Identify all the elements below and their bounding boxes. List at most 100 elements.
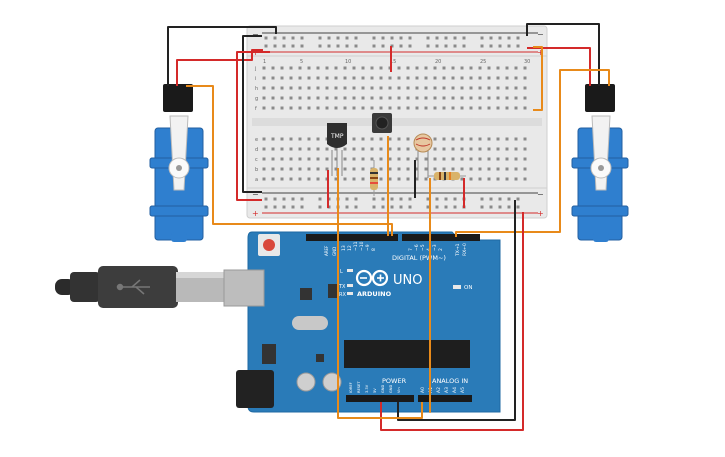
servo-connector xyxy=(585,84,615,112)
breadboard-hole xyxy=(370,76,374,80)
rail-minus-label-bl: − xyxy=(252,190,259,199)
breadboard-hole xyxy=(280,106,284,110)
column-label: 15 xyxy=(390,59,396,65)
breadboard-hole xyxy=(406,147,410,151)
breadboard-hole xyxy=(307,76,311,80)
breadboard-hole xyxy=(334,76,338,80)
breadboard-hole xyxy=(271,167,275,171)
tmp-label: TMP xyxy=(330,133,344,140)
breadboard-hole xyxy=(370,86,374,90)
breadboard-hole xyxy=(379,147,383,151)
breadboard-hole xyxy=(262,177,266,181)
breadboard-hole xyxy=(469,76,473,80)
breadboard-hole xyxy=(325,106,329,110)
breadboard-hole xyxy=(397,66,401,70)
breadboard-hole xyxy=(273,197,277,201)
breadboard-hole xyxy=(523,167,527,171)
breadboard-hole xyxy=(334,167,338,171)
breadboard-hole xyxy=(318,36,322,40)
breadboard-hole xyxy=(451,137,455,141)
breadboard-hole xyxy=(289,96,293,100)
breadboard-hole xyxy=(361,167,365,171)
breadboard-hole xyxy=(343,96,347,100)
digital-pin-label: TX→1 xyxy=(455,243,461,257)
breadboard-hole xyxy=(489,197,493,201)
breadboard-hole xyxy=(406,167,410,171)
breadboard-hole xyxy=(325,76,329,80)
breadboard-hole xyxy=(415,96,419,100)
breadboard-hole xyxy=(291,36,295,40)
breadboard-hole xyxy=(289,86,293,90)
breadboard-hole xyxy=(316,106,320,110)
digital-pin-label: ~9 xyxy=(365,244,371,251)
breadboard-hole xyxy=(489,44,493,48)
breadboard-hole xyxy=(273,36,277,40)
breadboard-hole xyxy=(426,205,430,209)
power-jack xyxy=(236,370,274,408)
breadboard-hole xyxy=(489,36,493,40)
breadboard-hole xyxy=(460,66,464,70)
row-label: b xyxy=(255,167,258,173)
breadboard-hole xyxy=(343,76,347,80)
voltage-regulator xyxy=(262,344,276,364)
breadboard-hole xyxy=(444,205,448,209)
breadboard-hole xyxy=(334,147,338,151)
breadboard-hole xyxy=(307,177,311,181)
breadboard-hole xyxy=(487,96,491,100)
breadboard-hole xyxy=(496,86,500,90)
breadboard-hole xyxy=(442,147,446,151)
breadboard-hole xyxy=(271,147,275,151)
breadboard-hole xyxy=(505,66,509,70)
breadboard-hole xyxy=(460,137,464,141)
breadboard-hole xyxy=(352,157,356,161)
breadboard-hole xyxy=(496,137,500,141)
breadboard-hole xyxy=(523,157,527,161)
breadboard-hole xyxy=(523,86,527,90)
breadboard-hole xyxy=(361,96,365,100)
breadboard-hole xyxy=(316,157,320,161)
column-label: 30 xyxy=(524,59,530,65)
breadboard-hole xyxy=(487,86,491,90)
tx-led-label: TX xyxy=(338,284,346,290)
power-pin-label: IOREF xyxy=(349,382,353,393)
breadboard-hole xyxy=(496,177,500,181)
breadboard-hole xyxy=(361,86,365,90)
breadboard-hole xyxy=(282,197,286,201)
breadboard-hole xyxy=(336,44,340,48)
atmega-chip xyxy=(344,340,470,368)
row-label: i xyxy=(255,76,256,82)
pushbutton[interactable] xyxy=(372,113,392,133)
breadboard-hole xyxy=(381,197,385,201)
breadboard-hole xyxy=(433,66,437,70)
breadboard-hole xyxy=(460,147,464,151)
capacitor xyxy=(296,372,316,392)
wire-black-servo-left xyxy=(167,26,277,86)
power-pin-label: GND xyxy=(389,385,393,393)
usb-port xyxy=(223,269,265,307)
breadboard-hole xyxy=(325,86,329,90)
breadboard-hole xyxy=(370,96,374,100)
breadboard-hole xyxy=(469,157,473,161)
digital-pin-label: ~3 xyxy=(432,244,438,251)
breadboard-hole xyxy=(352,66,356,70)
small-transistor xyxy=(316,354,324,362)
analog-pin-label: A3 xyxy=(444,387,450,393)
breadboard-hole xyxy=(280,66,284,70)
analog-header-label: ANALOG IN xyxy=(432,377,468,385)
breadboard-hole xyxy=(370,147,374,151)
breadboard-hole xyxy=(379,167,383,171)
breadboard-hole xyxy=(289,177,293,181)
breadboard-hole xyxy=(505,177,509,181)
breadboard-hole xyxy=(397,147,401,151)
breadboard-hole xyxy=(489,205,493,209)
reset-button[interactable] xyxy=(263,239,275,251)
breadboard-hole xyxy=(460,76,464,80)
breadboard-hole xyxy=(408,36,412,40)
breadboard-hole xyxy=(298,86,302,90)
breadboard-hole xyxy=(496,66,500,70)
breadboard-hole xyxy=(354,44,358,48)
breadboard-hole xyxy=(442,157,446,161)
analog-pin-label: A5 xyxy=(460,387,466,393)
breadboard-hole xyxy=(406,157,410,161)
breadboard-hole xyxy=(462,44,466,48)
